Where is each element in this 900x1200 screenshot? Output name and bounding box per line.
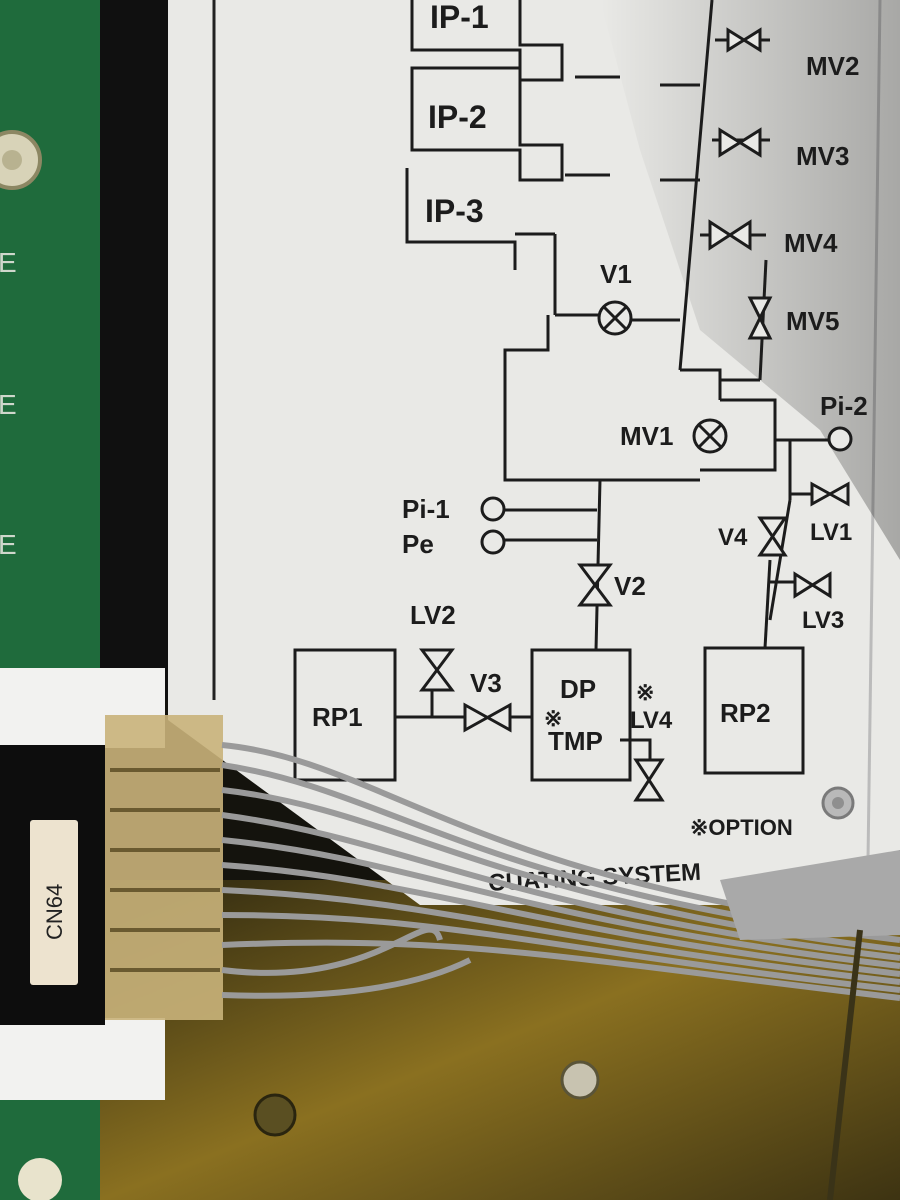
- lv4-valve: [633, 758, 665, 802]
- lv1-label: LV1: [810, 519, 852, 546]
- mv2-valve: [726, 27, 762, 53]
- chassis-edge: [827, 929, 863, 1200]
- lv2-label: LV2: [410, 600, 456, 630]
- tmp-label: TMP: [548, 726, 603, 756]
- cn64-tag: [30, 820, 78, 985]
- pi2-label: Pi-2: [820, 391, 868, 421]
- pi2-gauge: [827, 426, 853, 452]
- mv3-label: MV3: [796, 141, 849, 171]
- shadow-overlay: [600, 0, 900, 560]
- valve-symbols: [419, 27, 853, 802]
- v2-label: V2: [614, 571, 646, 601]
- lv2-valve: [419, 648, 455, 692]
- rp2-label: RP2: [720, 698, 771, 728]
- ip2-box: [410, 66, 564, 182]
- v3-valve: [463, 702, 512, 733]
- lv3-label: LV3: [802, 607, 844, 634]
- v1-label: V1: [600, 259, 632, 289]
- lv3-valve: [793, 571, 832, 599]
- pcb-edge-dark: [100, 0, 168, 700]
- option-mark-lv4: ※: [636, 680, 654, 705]
- lv4-label: LV4: [630, 707, 673, 734]
- side-letter: E: [0, 529, 17, 560]
- ip3-label: IP-3: [425, 193, 484, 229]
- rp2-box: [703, 646, 805, 775]
- ip2-label: IP-2: [428, 99, 487, 135]
- ribbon-wires: [221, 742, 900, 1001]
- chamber-outline: [503, 315, 700, 482]
- option-mark-tmp: ※: [544, 706, 562, 731]
- mv2-label: MV2: [806, 51, 859, 81]
- mv3-valve: [718, 127, 762, 158]
- idc-connector-body: [105, 715, 223, 1020]
- pe-gauge: [480, 529, 506, 555]
- v4-label: V4: [718, 524, 748, 551]
- ip1-box: [410, 0, 564, 82]
- side-letter: E: [0, 389, 17, 420]
- mv4-label: MV4: [784, 228, 838, 258]
- pi1-gauge: [480, 496, 506, 522]
- pe-label: Pe: [402, 529, 434, 559]
- flat-ribbon-cable: [720, 850, 900, 940]
- schematic-labels: IP-1 IP-2 IP-3 MV2 MV3 MV4 MV5 V1 MV1 Pi…: [312, 0, 868, 897]
- pi1-label: Pi-1: [402, 494, 450, 524]
- mv1-label: MV1: [620, 421, 673, 451]
- ip3-box: [405, 168, 517, 270]
- mv5-label: MV5: [786, 306, 839, 336]
- rp1-label: RP1: [312, 702, 363, 732]
- v3-label: V3: [470, 668, 502, 698]
- side-letter: E: [0, 247, 17, 278]
- ip1-label: IP-1: [430, 0, 489, 35]
- dp-label: DP: [560, 674, 596, 704]
- v2-valve: [577, 563, 613, 607]
- connector-contacts: [110, 768, 220, 972]
- cn64-label: CN64: [42, 884, 67, 940]
- mv4-valve: [708, 219, 752, 251]
- lv1-valve: [810, 481, 850, 507]
- mv5-valve: [747, 296, 773, 340]
- dp-tmp-box: [530, 648, 632, 782]
- chassis-screw: [253, 1093, 297, 1137]
- connector-latch-bottom: [0, 1018, 165, 1100]
- chassis-screw: [560, 1060, 600, 1100]
- v4-valve: [757, 516, 788, 557]
- option-note: ※OPTION: [690, 815, 793, 840]
